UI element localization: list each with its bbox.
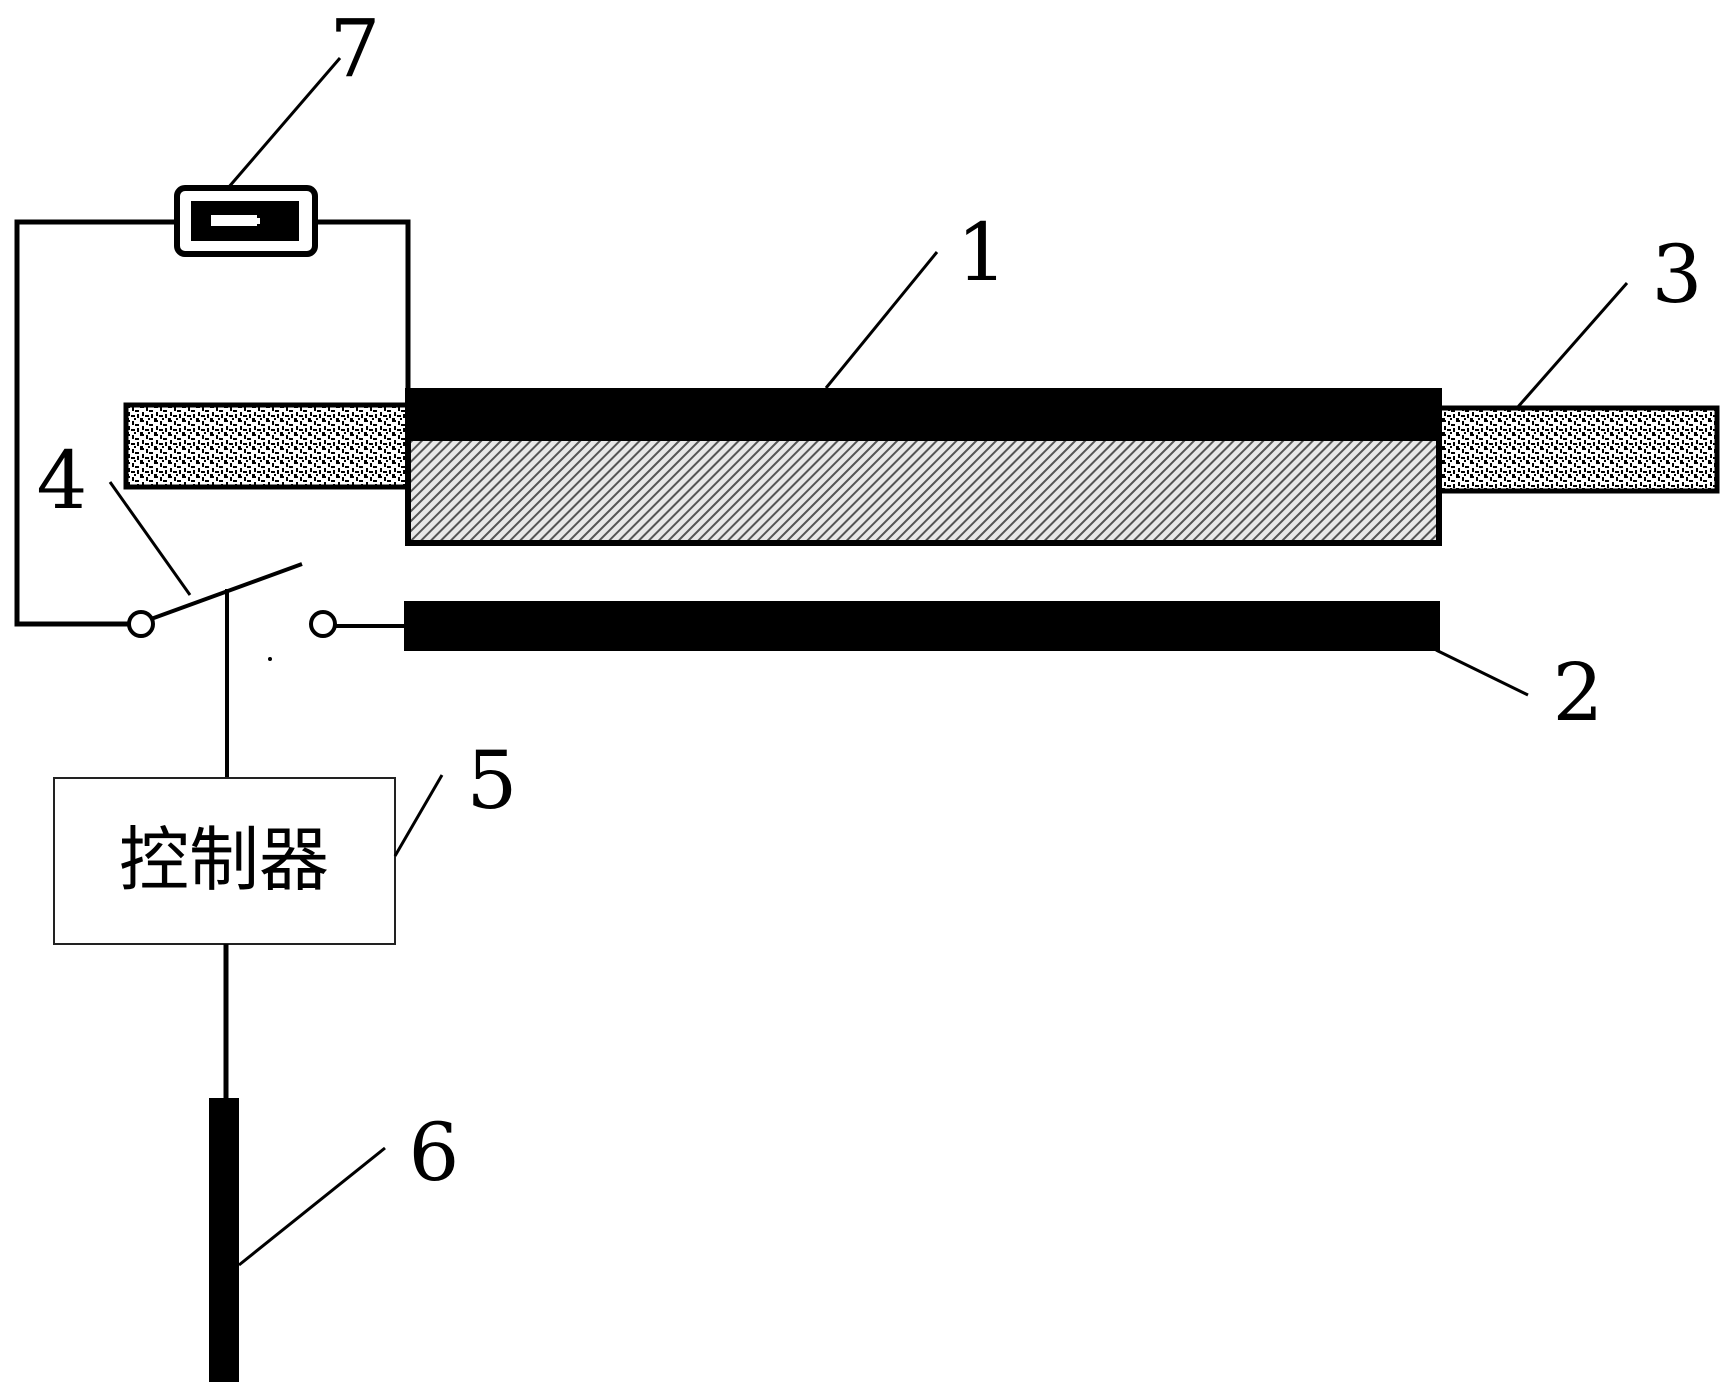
leader-line-4 [108, 481, 192, 596]
lower-bar-2 [404, 601, 1440, 651]
label-5: 5 [467, 734, 518, 827]
leader-line-5 [393, 774, 444, 857]
rod-right-3 [1434, 405, 1720, 494]
main-body-1 [405, 388, 1442, 546]
wire-left-loop [14, 219, 177, 627]
sensor-probe-6 [209, 1098, 239, 1382]
label-1: 1 [957, 206, 1008, 299]
label-2: 2 [1553, 646, 1604, 739]
wire-right-loop [315, 219, 411, 392]
label-7: 7 [330, 2, 381, 95]
leader-line-6 [238, 1146, 386, 1267]
label-6: 6 [409, 1106, 460, 1199]
leader-line-3 [1515, 282, 1629, 409]
rod-left-3 [123, 402, 414, 490]
switch [127, 562, 404, 778]
controller-label: 控制器 [119, 819, 329, 901]
label-3: 3 [1652, 228, 1703, 321]
controller-box: 控制器 [53, 777, 396, 945]
leader-line-2 [1435, 648, 1529, 697]
battery [174, 185, 318, 257]
label-4: 4 [37, 434, 88, 527]
leader-line-1 [824, 251, 939, 389]
leader-line-7 [226, 57, 342, 189]
